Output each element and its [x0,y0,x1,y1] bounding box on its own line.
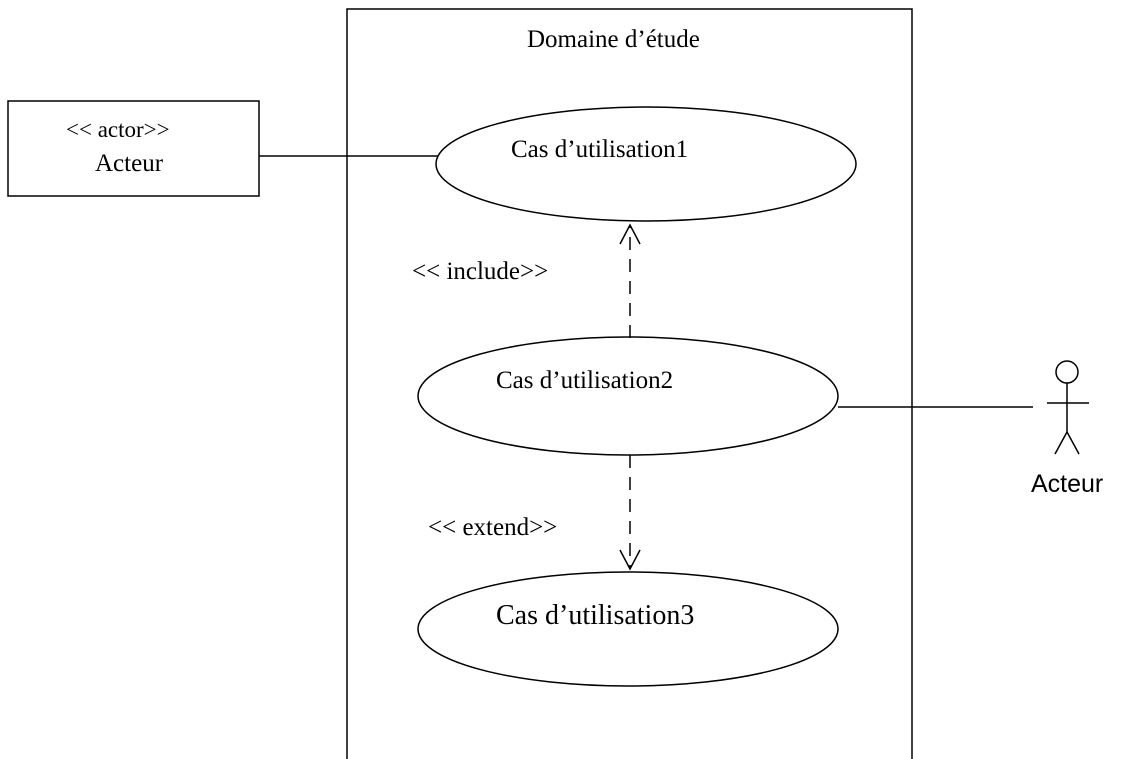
use-case-3[interactable] [417,571,839,687]
use-case-2-label: Cas d’utilisation2 [496,367,674,394]
stick-actor-icon[interactable] [1047,360,1089,455]
use-case-1[interactable] [435,106,857,222]
box-actor-stereotype: << actor>> [66,117,170,142]
use-case-2[interactable] [417,336,839,456]
extend-arrow-head [619,549,641,571]
box-actor-name: Acteur [95,150,164,177]
extend-relation-label: << extend>> [428,514,558,541]
box-actor[interactable] [7,100,260,197]
use-case-1-label: Cas d’utilisation1 [511,136,689,163]
use-case-3-label: Cas d’utilisation3 [496,600,695,631]
stick-actor-name: Acteur [1031,470,1104,498]
system-boundary [346,8,913,759]
include-relation-label: << include>> [412,258,549,285]
include-arrow-head [619,223,641,245]
system-title: Domaine d’étude [527,26,700,53]
